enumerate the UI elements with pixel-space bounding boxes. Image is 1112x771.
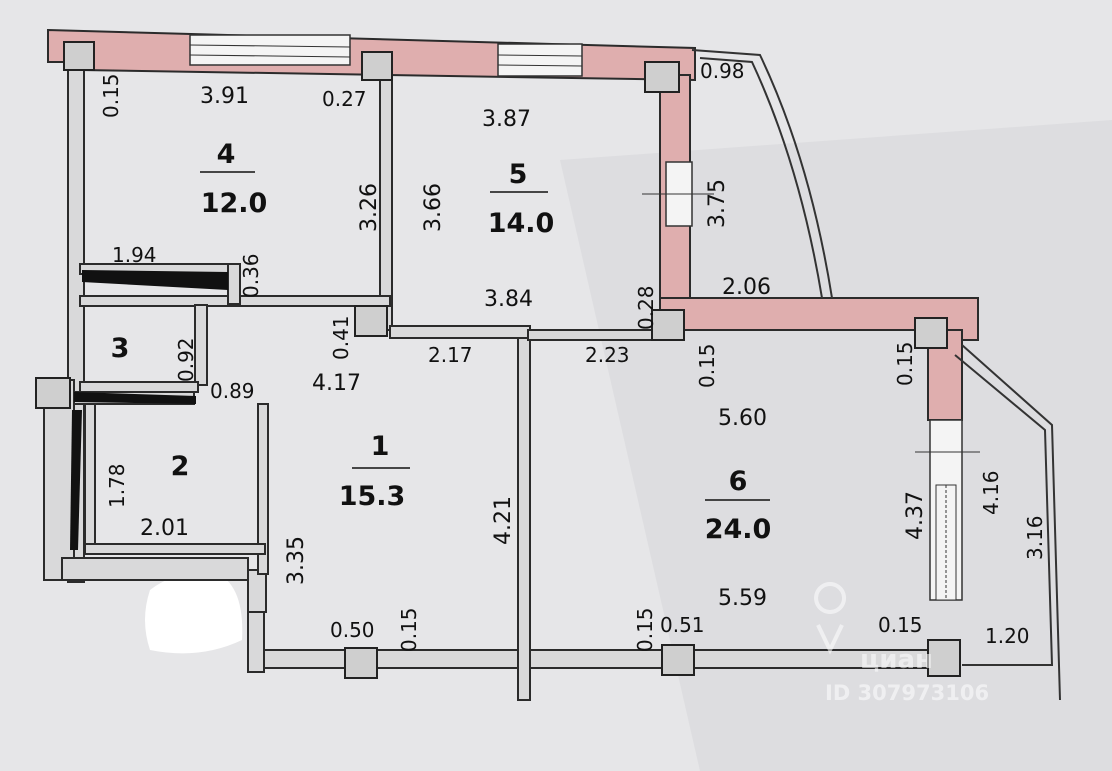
dim-r4-col: 0.27 [322, 87, 367, 111]
dim-r3: 0.92 [174, 337, 198, 382]
room-5-number: 5 [509, 159, 528, 190]
dim-r1-top: 4.17 [312, 371, 361, 396]
dim-balcony-top: 0.98 [700, 59, 745, 83]
dim-r5-bottom: 3.84 [484, 287, 533, 312]
dim-r2-width: 2.01 [140, 516, 189, 541]
dim-r5-left: 3.66 [421, 183, 446, 232]
windows [189, 34, 980, 601]
dim-r1-bottom-wall2: 0.15 [397, 607, 421, 652]
dim-r6-right: 4.37 [903, 491, 928, 540]
dim-r1-bottom-wall: 0.50 [330, 618, 375, 642]
dim-r1-left: 3.35 [284, 536, 309, 585]
dim-loggia-inner: 4.16 [979, 470, 1003, 515]
watermark: циан ID 307973106 [814, 582, 989, 705]
dim-r6-bottom-wall: 0.15 [633, 607, 657, 652]
dimension-labels: 3.91 0.27 3.87 0.98 1.94 3.84 2.06 4.17 … [112, 59, 1030, 648]
glare [145, 571, 243, 654]
room-6-number: 6 [729, 466, 748, 497]
room-1-number: 1 [371, 431, 390, 462]
dim-r6-bottom-col: 0.51 [660, 613, 705, 637]
dim-r4-top: 3.91 [200, 84, 249, 109]
dim-r4-wall-bottom: 0.36 [239, 253, 263, 298]
dim-r6-door: 2.23 [585, 343, 630, 367]
dim-r4-bottom: 1.94 [112, 243, 157, 267]
dim-r5-right: 3.75 [705, 179, 730, 228]
columns [35, 41, 961, 679]
dim-r6-right-wall: 0.15 [893, 341, 917, 386]
dim-loggia-outer: 3.16 [1023, 515, 1047, 560]
room-2-number: 2 [171, 451, 190, 482]
dim-r6-top: 5.60 [718, 406, 767, 431]
room-5-area: 14.0 [488, 208, 555, 239]
room-labels: 4 12.0 5 14.0 3 1 15.3 2 6 24.0 [111, 139, 772, 545]
room-3-number: 3 [111, 333, 130, 364]
dim-r6-corner: 0.15 [878, 613, 923, 637]
dimension-labels-vertical: 0.15 3.26 3.66 3.75 0.36 0.28 0.92 0.41 … [99, 73, 1047, 652]
dim-r1-col: 0.41 [329, 315, 353, 360]
dim-r4-left-wall: 0.15 [99, 73, 123, 118]
dim-r6-bottom: 5.59 [718, 586, 767, 611]
watermark-id: ID 307973106 [825, 681, 989, 705]
dim-loggia-width: 1.20 [985, 624, 1030, 648]
dim-r5-top: 3.87 [482, 107, 531, 132]
dim-r2-height: 1.78 [105, 463, 129, 508]
dim-r5-wall: 0.28 [634, 285, 658, 330]
balconies [691, 49, 1061, 701]
room-6-area: 24.0 [705, 514, 772, 545]
room-4-area: 12.0 [201, 188, 268, 219]
room-4-number: 4 [217, 139, 236, 170]
dim-r1-height: 4.21 [491, 496, 516, 545]
room-1-area: 15.3 [339, 481, 406, 512]
dim-balcony-width: 2.06 [722, 275, 771, 300]
dim-r1-door: 2.17 [428, 343, 473, 367]
map-pin-icon [814, 582, 847, 655]
dim-r2-top: 0.89 [210, 379, 255, 403]
watermark-brand: циан [860, 645, 933, 675]
dim-r6-left-wall: 0.15 [695, 343, 719, 388]
dim-r4-height: 3.26 [357, 183, 382, 232]
